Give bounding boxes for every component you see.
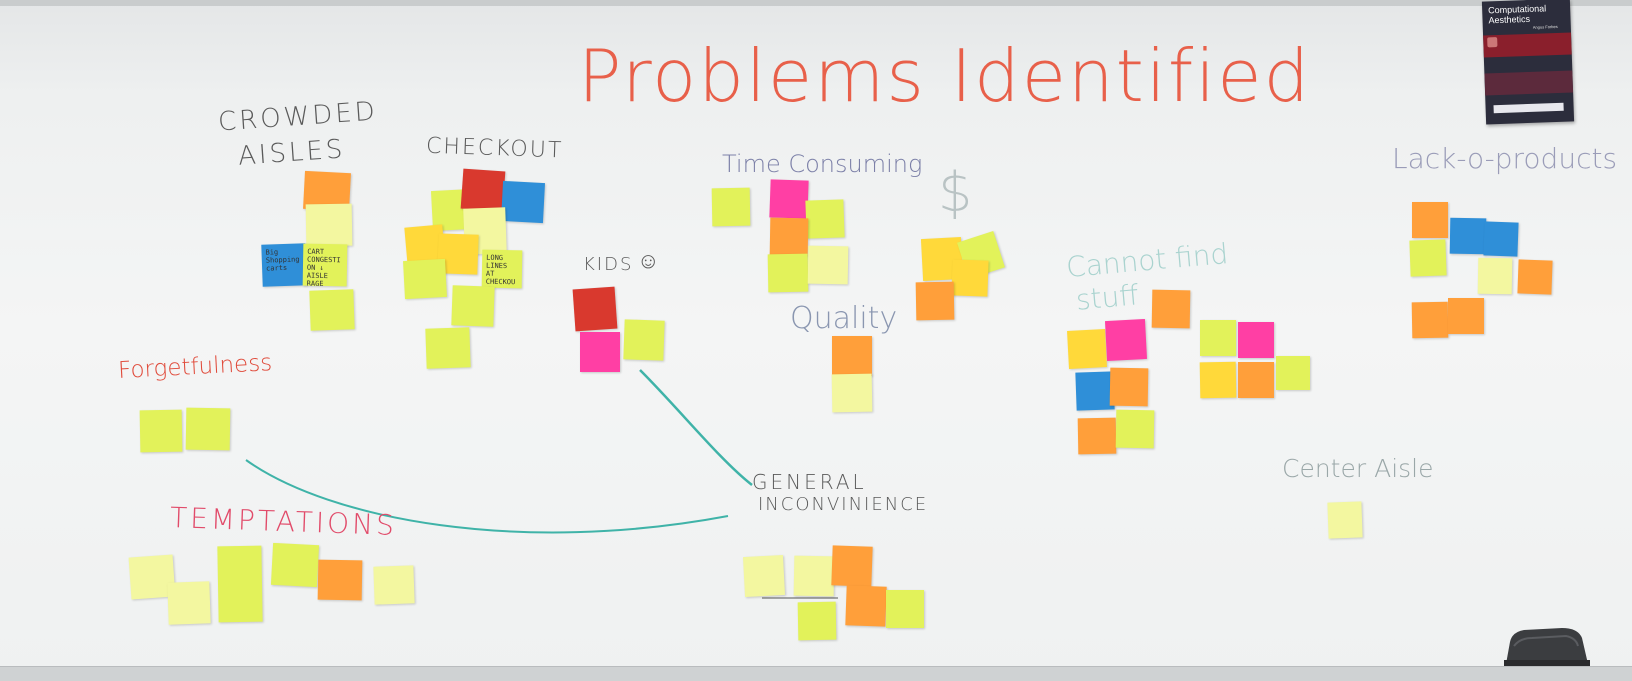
- sticky-note[interactable]: [742, 554, 786, 598]
- sticky-note[interactable]: LONG LINES AT CHECKOUT: [481, 249, 523, 289]
- sticky-note[interactable]: [317, 559, 363, 601]
- sticky-note[interactable]: [139, 409, 183, 453]
- connector-forgetfulness-inconvenience: [245, 459, 729, 534]
- sticky-note[interactable]: [1409, 239, 1447, 277]
- heading-kids: KIDS: [583, 254, 634, 275]
- sticky-note[interactable]: [403, 258, 447, 300]
- sticky-note[interactable]: [1517, 259, 1553, 295]
- sticky-note[interactable]: [451, 285, 495, 327]
- heading-stuff: stuff: [1074, 278, 1140, 317]
- sticky-note[interactable]: [831, 373, 873, 413]
- smiley-icon: ☺: [637, 249, 660, 274]
- sticky-note[interactable]: [1067, 329, 1107, 369]
- heading-general: GENERAL: [752, 470, 867, 494]
- heading-time-consuming: Time Consuming: [722, 150, 923, 178]
- event-poster: Computational Aesthetics Angus Forbes: [1481, 0, 1575, 125]
- heading-center-aisle: Center Aisle: [1282, 454, 1434, 483]
- heading-lack-of-products: Lack-o-products: [1392, 142, 1618, 175]
- sticky-note[interactable]: [623, 319, 665, 361]
- poster-title: Computational Aesthetics: [1488, 3, 1547, 26]
- heading-temptations: TEMPTATIONS: [169, 501, 398, 542]
- sticky-note[interactable]: [831, 545, 873, 587]
- heading-quality: Quality: [790, 301, 898, 336]
- heading-aisles: AISLES: [237, 134, 347, 172]
- sticky-note[interactable]: [711, 187, 751, 227]
- sticky-note[interactable]: [1200, 320, 1236, 356]
- sticky-note[interactable]: CART CONGESTION ↓ AISLE RAGE: [302, 243, 348, 287]
- sticky-note[interactable]: [915, 281, 955, 321]
- sticky-note[interactable]: [1199, 361, 1237, 399]
- sticky-note[interactable]: [460, 168, 506, 212]
- sticky-note[interactable]: [767, 253, 809, 293]
- poster-band: [1484, 70, 1574, 96]
- sticky-note[interactable]: [832, 336, 872, 376]
- sticky-note[interactable]: [1151, 289, 1191, 329]
- eraser-icon: [1504, 628, 1590, 666]
- sticky-note[interactable]: [167, 581, 211, 625]
- sticky-note[interactable]: [951, 259, 989, 297]
- sticky-note[interactable]: [845, 585, 887, 627]
- sticky-note[interactable]: [580, 332, 620, 372]
- sticky-note[interactable]: [305, 203, 353, 247]
- sticky-note[interactable]: [1238, 362, 1274, 398]
- sticky-note[interactable]: [1412, 202, 1448, 238]
- sticky-note[interactable]: [769, 217, 809, 257]
- sticky-note[interactable]: [1411, 301, 1449, 339]
- sticky-note[interactable]: [769, 179, 809, 219]
- sticky-note[interactable]: [793, 555, 835, 597]
- whiteboard-frame: [0, 0, 1632, 6]
- sticky-note[interactable]: [425, 327, 471, 369]
- connector-kids-inconvenience: [639, 369, 753, 486]
- sticky-note[interactable]: [1483, 221, 1519, 257]
- poster-author: Angus Forbes: [1532, 23, 1558, 30]
- sticky-note[interactable]: [1077, 417, 1117, 455]
- poster-logos: [1493, 102, 1564, 114]
- sticky-note[interactable]: [1448, 298, 1484, 334]
- sticky-note[interactable]: [185, 407, 231, 451]
- heading-checkout: CHECKOUT: [425, 133, 564, 164]
- sticky-note[interactable]: [572, 286, 618, 332]
- sticky-note[interactable]: [1109, 367, 1149, 407]
- sticky-note[interactable]: [1115, 409, 1155, 449]
- sticky-note[interactable]: [270, 542, 320, 588]
- sticky-note[interactable]: [1449, 217, 1487, 255]
- sticky-note[interactable]: [1477, 257, 1513, 295]
- sticky-note[interactable]: [309, 289, 355, 331]
- board-title: Problems Identified: [578, 34, 1312, 118]
- sticky-note[interactable]: [1327, 501, 1363, 539]
- sticky-note[interactable]: [373, 565, 415, 605]
- heading-money: $: [938, 161, 973, 224]
- heading-inconvenience: INCONVINIENCE: [758, 494, 929, 515]
- sticky-note[interactable]: [1276, 356, 1310, 390]
- sticky-note[interactable]: [217, 545, 263, 623]
- sticky-note[interactable]: [805, 199, 845, 239]
- sticky-note[interactable]: [500, 180, 546, 224]
- sticky-note[interactable]: [886, 590, 924, 628]
- sticky-note[interactable]: [1238, 322, 1274, 358]
- marker-tray: [0, 666, 1632, 681]
- sticky-note[interactable]: [1104, 318, 1148, 362]
- sticky-note[interactable]: Big Shopping carts: [261, 243, 307, 287]
- sticky-note[interactable]: [797, 601, 837, 641]
- sticky-note[interactable]: [807, 245, 849, 285]
- poster-photo: [1487, 37, 1498, 48]
